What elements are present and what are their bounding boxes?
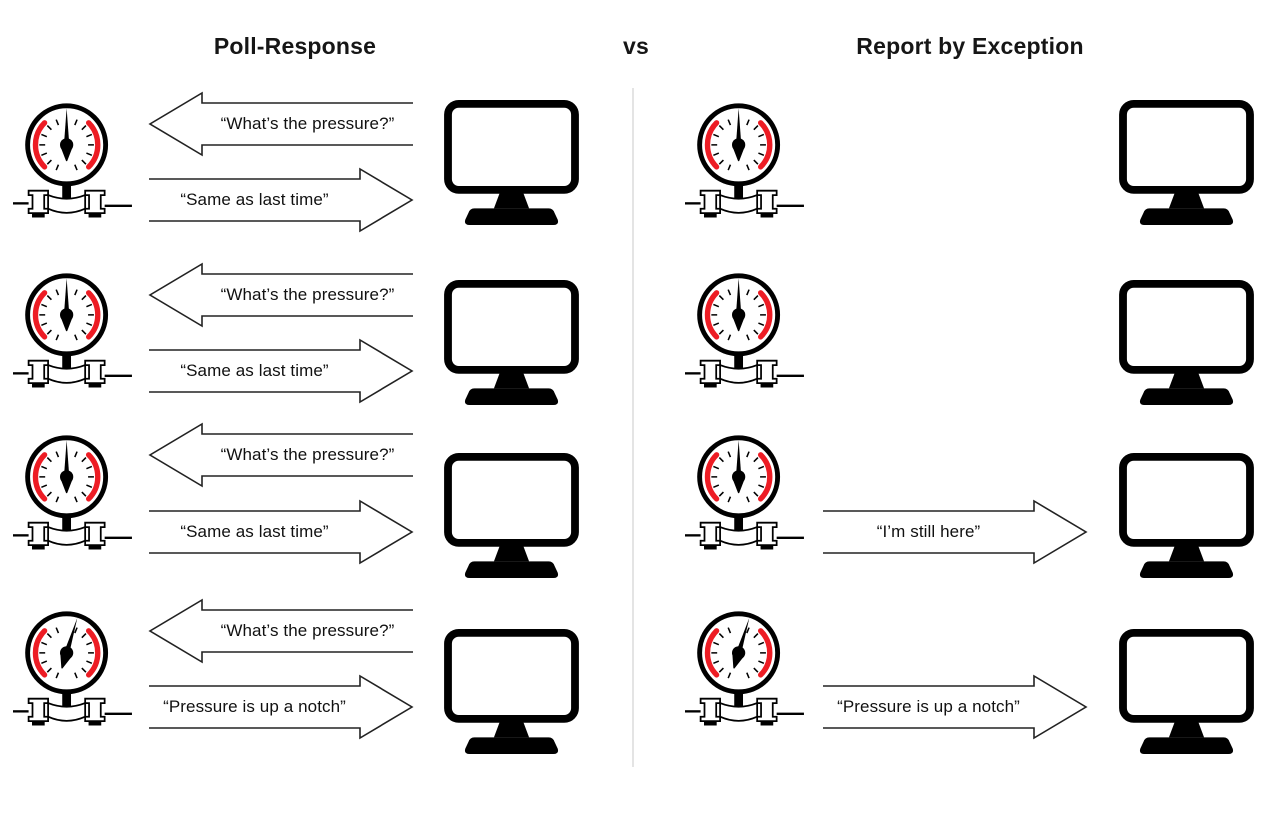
pressure-gauge-icon bbox=[685, 266, 802, 392]
poll-request-label: “What’s the pressure?” bbox=[220, 285, 395, 304]
computer-icon bbox=[443, 628, 580, 755]
exception-report-label: “I’m still here” bbox=[876, 522, 981, 541]
poll-request-arrow: “What’s the pressure?” bbox=[148, 422, 414, 488]
computer-icon bbox=[1118, 99, 1255, 226]
computer-icon bbox=[1118, 452, 1255, 579]
poll-request-arrow: “What’s the pressure?” bbox=[148, 598, 414, 664]
exception-report-label: “Pressure is up a notch” bbox=[837, 697, 1020, 716]
computer-icon bbox=[443, 452, 580, 579]
computer-icon bbox=[1118, 628, 1255, 755]
poll-response-label: “Pressure is up a notch” bbox=[163, 697, 346, 716]
computer-icon bbox=[443, 279, 580, 406]
poll-response-label: “Same as last time” bbox=[180, 190, 329, 209]
pressure-gauge-icon bbox=[685, 96, 802, 222]
poll-response-arrow: “Same as last time” bbox=[148, 338, 414, 404]
pressure-gauge-icon bbox=[13, 604, 130, 730]
poll-request-arrow: “What’s the pressure?” bbox=[148, 91, 414, 157]
pressure-gauge-icon bbox=[685, 604, 802, 730]
pressure-gauge-icon bbox=[13, 428, 130, 554]
poll-response-arrow: “Pressure is up a notch” bbox=[148, 674, 414, 740]
poll-response-label: “Same as last time” bbox=[180, 522, 329, 541]
poll-response-arrow: “Same as last time” bbox=[148, 499, 414, 565]
vs-label: vs bbox=[623, 33, 649, 59]
poll-request-label: “What’s the pressure?” bbox=[220, 114, 395, 133]
pressure-gauge-icon bbox=[13, 96, 130, 222]
computer-icon bbox=[443, 99, 580, 226]
poll-response-label: “Same as last time” bbox=[180, 361, 329, 380]
pressure-gauge-icon bbox=[685, 428, 802, 554]
left-title: Poll-Response bbox=[213, 33, 377, 59]
column-divider bbox=[632, 88, 634, 767]
computer-icon bbox=[1118, 279, 1255, 406]
pressure-gauge-icon bbox=[13, 266, 130, 392]
poll-request-label: “What’s the pressure?” bbox=[220, 445, 395, 464]
poll-request-arrow: “What’s the pressure?” bbox=[148, 262, 414, 328]
exception-report-arrow: “I’m still here” bbox=[822, 499, 1088, 565]
right-title: Report by Exception bbox=[856, 33, 1084, 59]
poll-response-arrow: “Same as last time” bbox=[148, 167, 414, 233]
exception-report-arrow: “Pressure is up a notch” bbox=[822, 674, 1088, 740]
poll-request-label: “What’s the pressure?” bbox=[220, 621, 395, 640]
